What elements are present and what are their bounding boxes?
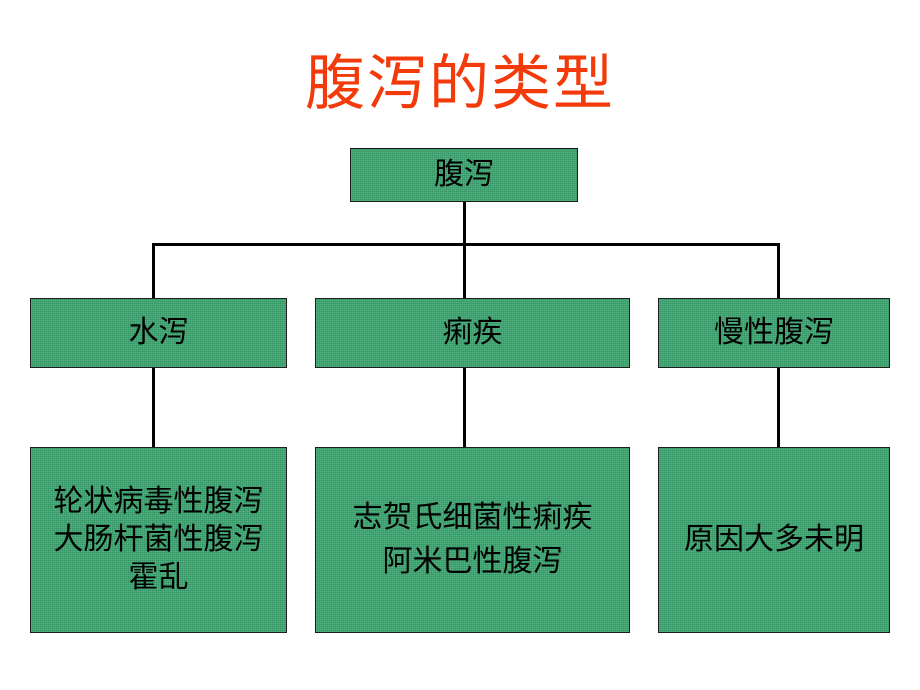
node-watery-diarrhea-causes[interactable]: 轮状病毒性腹泻 大肠杆菌性腹泻 霍乱 [30,447,287,633]
node-root-label: 腹泻 [434,157,494,192]
connector-horizontal-bus [152,243,780,246]
node-dysentery-causes[interactable]: 志贺氏细菌性痢疾 阿米巴性腹泻 [315,447,630,633]
connector-drop-chronic [777,243,780,298]
node-watery-detail-label: 轮状病毒性腹泻 大肠杆菌性腹泻 霍乱 [53,484,264,595]
connector-link-watery-detail [152,368,155,447]
node-dysentery-label: 痢疾 [442,315,503,350]
node-watery-diarrhea[interactable]: 水泻 [30,298,287,368]
node-chronic-diarrhea[interactable]: 慢性腹泻 [658,298,890,368]
connector-link-chronic-detail [777,368,780,447]
node-chronic-diarrhea-causes[interactable]: 原因大多未明 [658,447,890,633]
connector-drop-watery [152,243,155,298]
node-dysentery-detail-label: 志贺氏细菌性痢疾 阿米巴性腹泻 [352,500,593,579]
connector-drop-dysentery [463,243,466,298]
node-dysentery[interactable]: 痢疾 [315,298,630,368]
connector-link-dysentery-detail [463,368,466,447]
node-watery-label: 水泻 [128,315,189,350]
node-chronic-label: 慢性腹泻 [714,315,834,350]
page-title: 腹泻的类型 [305,49,615,119]
node-root-diarrhea[interactable]: 腹泻 [350,148,578,202]
node-chronic-detail-label: 原因大多未明 [684,522,864,557]
connector-root-stem [463,202,466,246]
